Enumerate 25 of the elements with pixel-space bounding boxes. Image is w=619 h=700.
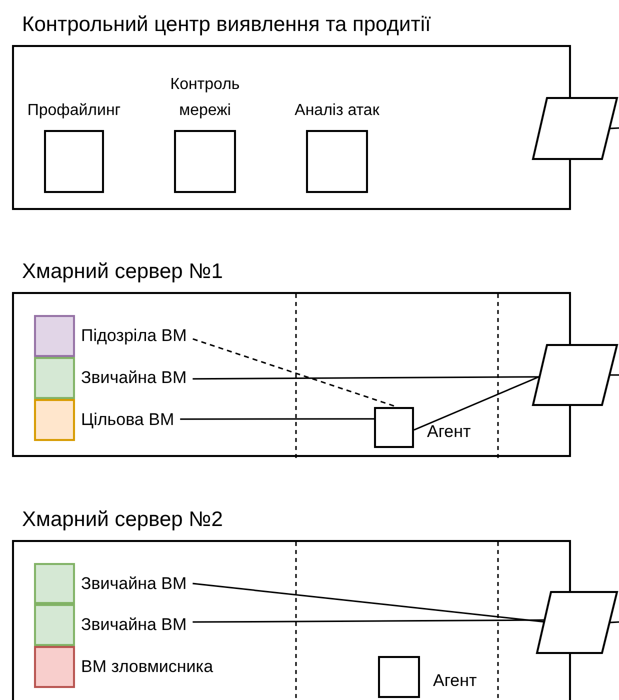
agent-label: Агент xyxy=(427,422,471,442)
vm-label: ВМ зловмисника xyxy=(81,657,214,677)
vm-label: Цільова ВМ xyxy=(81,410,174,430)
vm-label: Звичайна ВМ xyxy=(81,615,187,635)
connector-line xyxy=(192,376,539,380)
gateway-parallelogram xyxy=(532,344,618,406)
connector-line xyxy=(609,127,619,130)
connector-line xyxy=(180,418,374,420)
connector-line xyxy=(414,376,540,431)
gateway-parallelogram xyxy=(536,591,618,654)
agent-label: Агент xyxy=(433,671,477,691)
connector-line xyxy=(610,621,619,624)
module-label: Контроль мережі xyxy=(169,75,241,121)
panel-title: Хмарний сервер №2 xyxy=(22,508,223,532)
vm-label: Звичайна ВМ xyxy=(81,574,187,594)
panel-title: Хмарний сервер №1 xyxy=(22,260,223,284)
panel-title: Контрольний центр виявлення та продитії xyxy=(22,13,431,37)
vm-label: Звичайна ВМ xyxy=(81,368,187,388)
module-label: Аналіз атак xyxy=(294,101,380,121)
connector-line xyxy=(609,374,619,376)
vm-label: Підозріла ВМ xyxy=(81,326,187,346)
connector-line xyxy=(192,619,544,623)
connector-line xyxy=(192,582,544,623)
module-label: Профайлинг xyxy=(27,101,121,121)
gateway-parallelogram xyxy=(532,97,618,160)
